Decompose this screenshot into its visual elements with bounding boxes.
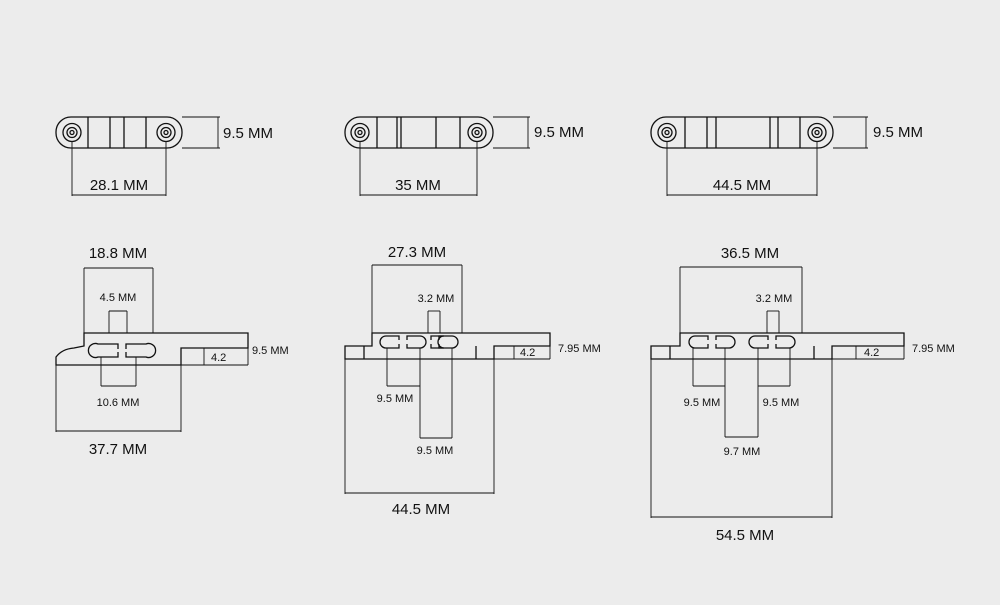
top-part-3-outline: [650, 116, 834, 149]
step-dimension-line: [494, 345, 515, 360]
top-width-label: 27.3 MM: [388, 244, 446, 261]
height-dimension-line: [493, 116, 530, 149]
slot-width-label: 3.2 MM: [756, 293, 793, 305]
total-dimension-line: [55, 365, 182, 432]
key-slot-icon: [775, 335, 796, 349]
top-part-3: 9.5 MM 44.5 MM: [650, 116, 923, 196]
slot-dimension-line: [108, 310, 128, 333]
inner-width-label: 9.5 MM: [377, 393, 414, 405]
inner-dimension-line: [757, 348, 791, 387]
height-dimension-line: [182, 116, 220, 149]
step-dimension-line: [181, 347, 205, 366]
slot-dimension-line: [427, 310, 441, 333]
mounting-hole-icon: [62, 122, 82, 143]
height-label: 9.5 MM: [223, 125, 273, 142]
height-dimension-line: [833, 116, 868, 149]
key-slot-icon: [125, 342, 157, 359]
height-label: 9.5 MM: [252, 345, 289, 357]
inner-dimension-line: [724, 386, 759, 438]
slot-width-label: 4.5 MM: [100, 292, 137, 304]
mounting-hole-icon: [156, 122, 176, 143]
inner-dimension-line: [419, 348, 453, 439]
top-dimension-line: [83, 267, 154, 333]
top-dimension-line: [679, 266, 803, 333]
total-dimension-line: [344, 359, 495, 494]
height-label: 7.95 MM: [912, 343, 955, 355]
mounting-hole-icon: [657, 122, 677, 143]
inner-dimension-line: [386, 348, 421, 387]
height-label: 9.5 MM: [534, 124, 584, 141]
step-label: 4.2: [864, 347, 879, 359]
width-label: 28.1 MM: [90, 177, 148, 194]
inner-width-label: 10.6 MM: [97, 397, 140, 409]
top-part-2: 9.5 MM 35 MM: [344, 116, 584, 196]
key-slot-icon: [430, 335, 445, 349]
total-width-label: 44.5 MM: [392, 501, 450, 518]
top-width-label: 36.5 MM: [721, 245, 779, 262]
step-dimension-line: [832, 345, 857, 360]
top-width-label: 18.8 MM: [89, 245, 147, 262]
height-label: 7.95 MM: [558, 343, 601, 355]
width-dimension-line: [71, 142, 167, 196]
mounting-hole-icon: [807, 122, 827, 143]
inner-dimension-line: [692, 348, 726, 387]
height-label: 9.5 MM: [873, 124, 923, 141]
key-slot-icon: [87, 342, 119, 359]
key-slot-icon: [406, 335, 427, 349]
step-label: 4.2: [520, 347, 535, 359]
mounting-hole-icon: [467, 122, 487, 143]
total-dimension-line: [650, 359, 833, 518]
key-slot-icon: [438, 335, 459, 349]
top-part-1-outline: [55, 116, 183, 149]
key-slot-icon: [688, 335, 709, 349]
key-slot-icon: [715, 335, 736, 349]
inner-width-label: 9.5 MM: [763, 397, 800, 409]
width-label: 35 MM: [395, 177, 441, 194]
total-width-label: 37.7 MM: [89, 441, 147, 458]
top-dimension-line: [371, 264, 463, 333]
slot-dimension-line: [766, 310, 780, 333]
top-part-1: 9.5 MM 28.1 MM: [55, 116, 273, 196]
bottom-part-1: 18.8 MM 4.5 MM 9.5 MM 4.2 10.6 MM: [55, 245, 289, 458]
bottom-part-3: 36.5 MM 3.2 MM 7.95 MM 4.2 9.5 MM: [650, 245, 955, 544]
width-dimension-line: [666, 142, 818, 196]
slot-width-label: 3.2 MM: [418, 293, 455, 305]
top-part-2-outline: [344, 116, 494, 149]
inner-dimension-line: [100, 357, 137, 387]
inner-width-label: 9.5 MM: [684, 397, 721, 409]
bottom-part-2: 27.3 MM 3.2 MM 7.95 MM 4.2 9.5 MM: [344, 244, 601, 518]
key-slot-icon: [379, 335, 400, 349]
inner-width-label: 9.5 MM: [417, 445, 454, 457]
step-label: 4.2: [211, 352, 226, 364]
mounting-hole-icon: [350, 122, 370, 143]
total-width-label: 54.5 MM: [716, 527, 774, 544]
key-slot-icon: [748, 335, 769, 349]
inner-width-label: 9.7 MM: [724, 446, 761, 458]
width-label: 44.5 MM: [713, 177, 771, 194]
width-dimension-line: [359, 142, 478, 196]
